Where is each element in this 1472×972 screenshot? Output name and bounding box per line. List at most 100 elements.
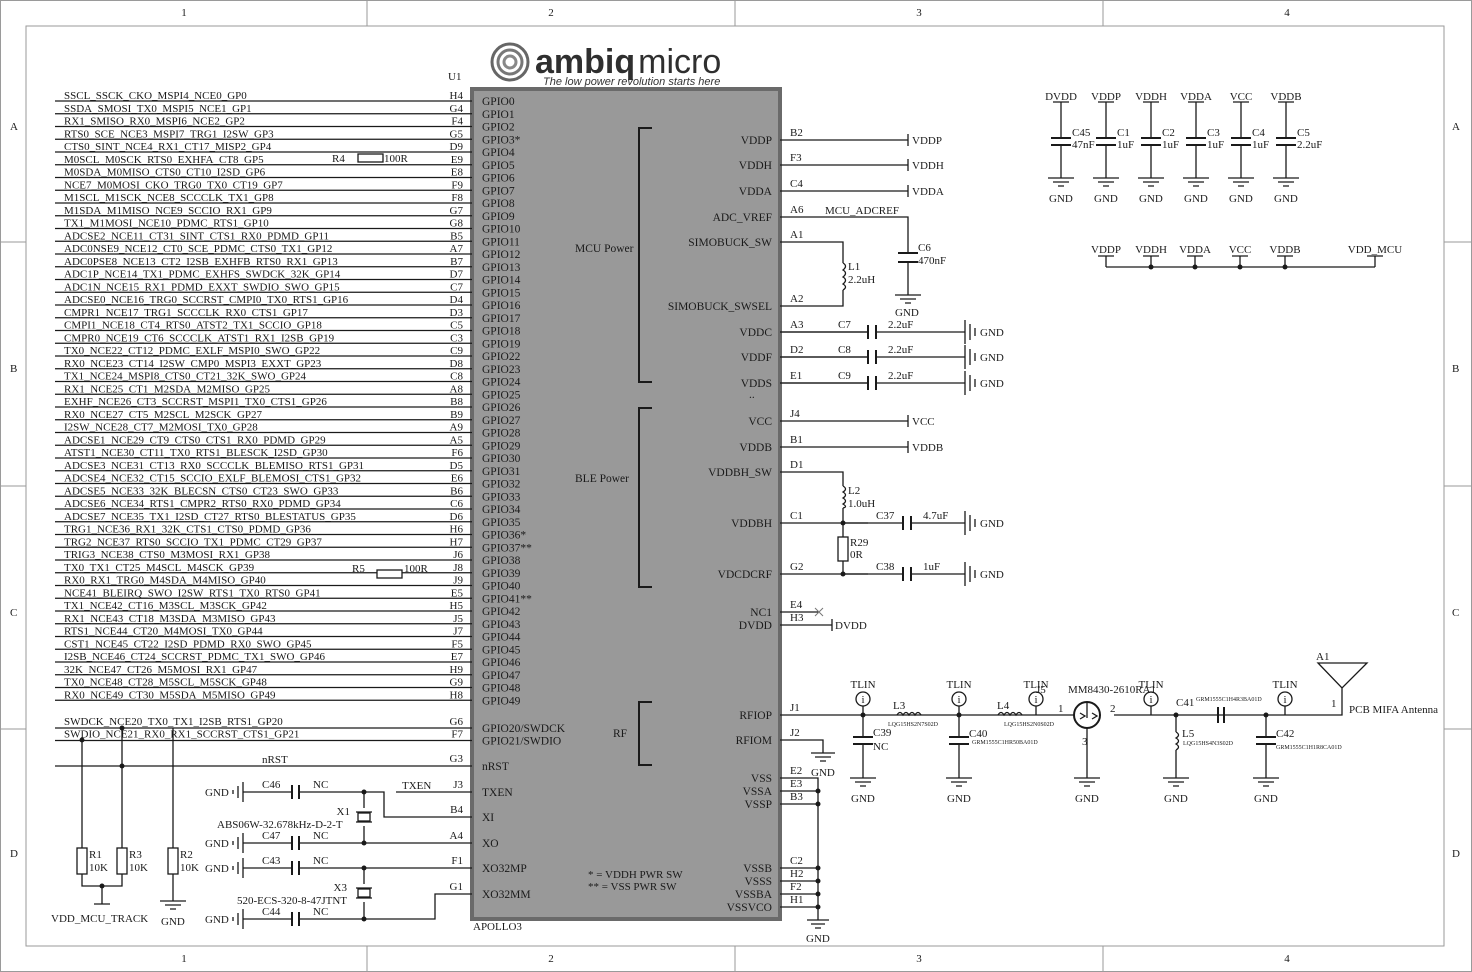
left-pin-GPIO37[interactable]: TRG2_NCE37_RTS0_SCCIO_TX1_PDMC_CT29_GP37…	[55, 536, 532, 554]
left-pin-GPIO26[interactable]: EXHF_NCE26_CT3_SCCRST_MSPI1_TX0_CTS1_GP2…	[55, 396, 521, 414]
left-pin-GPIO34[interactable]: ADCSE6_NCE34_RTS1_CMPR2_RTS0_RX0_PDMD_GP…	[55, 498, 521, 516]
left-pin-GPIO29[interactable]: ADCSE1_NCE29_CT9_CTS0_CTS1_RX0_PDMD_GP29…	[55, 434, 521, 452]
left-pin-GPIO30[interactable]: ATST1_NCE30_CT11_TX0_RTS1_BLESCK_I2SD_GP…	[55, 447, 521, 465]
left-pin-GPIO31[interactable]: ADCSE3_NCE31_CT13_RX0_SCCCLK_BLEMISO_RTS…	[55, 460, 521, 478]
left-pin-GPIO46[interactable]: I2SB_NCE46_CT24_SCCRST_PDMC_TX1_SWO_GP46…	[55, 651, 521, 669]
left-pin-GPIO11[interactable]: ADCSE2_NCE11_CT31_SINT_CTS1_RX0_PDMD_GP1…	[55, 230, 520, 248]
left-pin-GPIO13[interactable]: ADC0PSE8_NCE13_CT2_I2SB_EXHFB_RTS0_RX1_G…	[55, 256, 521, 274]
resistor-r5[interactable]: R5 100R	[352, 563, 429, 579]
left-pin-GPIO19[interactable]: CMPR0_NCE19_CT6_SCCCLK_ATST1_RX1_I2SB_GP…	[55, 332, 521, 350]
left-pin-GPIO12[interactable]: ADC0NSE9_NCE12_CT0_SCE_PDMC_CTS0_TX1_GP1…	[55, 243, 521, 261]
left-pin-GPIO15[interactable]: ADC1N_NCE15_RX1_PDMD_EXXT_SWDIO_SWO_GP15…	[55, 281, 521, 299]
left-pin-GPIO23[interactable]: RX0_NCE23_CT14_I2SW_CMP0_MSPI3_EXXT_GP23…	[55, 358, 521, 376]
left-pin-GPIO32[interactable]: ADCSE4_NCE32_CT15_SCCIO_EXLF_BLEMOSI_CTS…	[55, 473, 521, 491]
left-pin-GPIO14[interactable]: ADC1P_NCE14_TX1_PDMC_EXHFS_SWDCK_32K_GP1…	[55, 269, 521, 287]
left-pin-GPIO16[interactable]: ADCSE0_NCE16_TRG0_SCCRST_CMPI0_TX0_RTS1_…	[55, 294, 521, 312]
left-pin-GPIO41[interactable]: NCE41_BLEIRQ_SWO_I2SW_RTS1_TX0_RTS0_GP41…	[55, 587, 532, 605]
resistor-r29[interactable]	[837, 536, 849, 562]
resistor-r4[interactable]: R4 100R	[332, 153, 409, 165]
left-pin-GPIO35[interactable]: ADCSE7_NCE35_TX1_I2SD_CT27_RTS0_BLESTATU…	[55, 511, 521, 529]
left-pin-GPIO33[interactable]: ADCSE5_NCE33_32K_BLECSN_CTS0_CT23_SWO_GP…	[55, 485, 521, 503]
left-pin-GPIO18[interactable]: CMPI1_NCE18_CT4_RTS0_ATST2_TX1_SCCIO_GP1…	[55, 320, 521, 338]
